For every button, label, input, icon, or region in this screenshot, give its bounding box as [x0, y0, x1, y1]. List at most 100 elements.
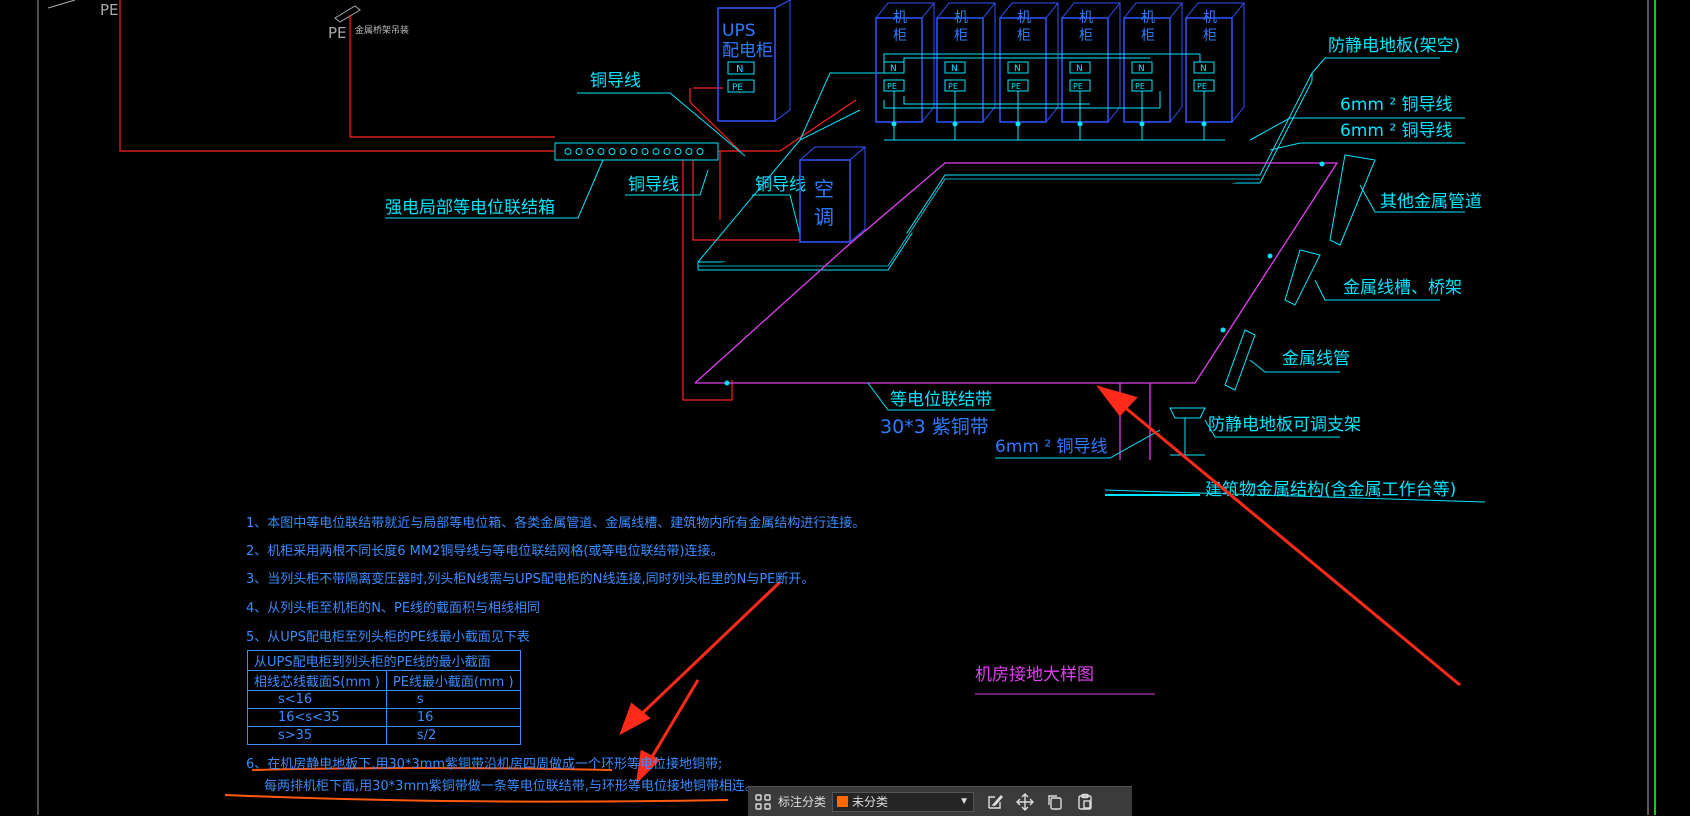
bonding-strip-label-1: 等电位联结带 — [890, 390, 992, 410]
annotation-toolbar: 标注分类 未分类 ▼ — [748, 786, 1132, 816]
cabinet-label: 机 — [1203, 10, 1217, 26]
cabinet-pe-box: PE — [1197, 82, 1207, 91]
copper-wire-2-label: 铜导线 — [628, 175, 679, 195]
note-5: 5、从UPS配电柜至列头柜的PE线最小截面见下表 — [246, 630, 530, 645]
cabinet-pe-box: PE — [1073, 82, 1083, 91]
paste-icon[interactable] — [1074, 791, 1096, 813]
antistatic-floor-leader — [1311, 57, 1440, 74]
cabinet: 机柜 N PE — [1061, 2, 1121, 140]
ac-label-2: 调 — [814, 205, 834, 229]
rack-icon — [334, 5, 361, 23]
antistatic-floor-label: 防静电地板(架空) — [1328, 36, 1460, 56]
building-metal-label: 建筑物金属结构(含金属工作台等) — [1205, 480, 1456, 500]
cabinet: 机柜 N PE — [936, 2, 996, 140]
ups-n-box: N — [736, 64, 743, 75]
toolbar-label: 标注分类 — [778, 795, 827, 809]
cabinet-n-box: N — [1014, 64, 1021, 74]
cabinet-label: 柜 — [1017, 28, 1031, 44]
wire-6mm-b-label: 6mm ² 铜导线 — [1340, 121, 1453, 141]
red-wiring — [119, 0, 857, 401]
metal-trough-label: 金属线槽、桥架 — [1343, 278, 1462, 298]
metal-conduit-leader — [1249, 359, 1340, 373]
cabinet-label: 柜 — [1141, 28, 1155, 44]
drawing-title: 机房接地大样图 — [975, 665, 1094, 685]
category-select[interactable]: 未分类 ▼ — [832, 791, 975, 812]
table-cell: s<16 — [247, 690, 387, 709]
fragment-line — [47, 0, 76, 9]
table-header-pe: PE线最小截面(mm ) — [385, 670, 521, 691]
floor-hatch — [698, 178, 1260, 267]
cabinet: 机柜 N PE — [999, 2, 1059, 140]
cabinet-label: 柜 — [1203, 28, 1217, 44]
ups-label-2: 配电柜 — [722, 41, 773, 61]
cabinet-pe-box: PE — [1011, 82, 1021, 91]
other-pipes-label: 其他金属管道 — [1380, 192, 1482, 212]
cabinet-label: 柜 — [893, 28, 907, 44]
note-6-cont: 每两排机柜下面,用30*3mm紫铜带做一条等电位联结带,与环形等电位接地铜带相连… — [264, 779, 758, 794]
cabinet-label: 机 — [1017, 10, 1031, 26]
bonding-box-label: 强电局部等电位联结箱 — [385, 198, 555, 218]
pe-label-left: PE — [100, 1, 119, 19]
table-cell: 16<s<35 — [247, 708, 387, 727]
cabinet-label: 机 — [893, 10, 907, 26]
cabinet-label: 机 — [954, 10, 968, 26]
ac-label-1: 空 — [814, 177, 834, 201]
pe-label-mid: PE — [328, 24, 347, 42]
note-3: 3、当列头柜不带隔离变压器时,列头柜N线需与UPS配电柜的N线连接,同时列头柜里… — [246, 572, 815, 587]
note-6: 6、在机房静电地板下,用30*3mm紫铜带沿机房四周做成一个环形等电位接地铜带; — [246, 757, 723, 772]
adjustable-support-label: 防静电地板可调支架 — [1208, 415, 1361, 435]
cabinet-n-box: N — [1076, 64, 1083, 74]
pe-section-table: 从UPS配电柜到列头柜的PE线的最小截面 相线芯线截面S(mm ) PE线最小截… — [247, 650, 521, 745]
copper-wire-2-leader — [625, 169, 709, 196]
cabinet-label: 柜 — [1079, 28, 1093, 44]
cabinet-pe-box: PE — [887, 82, 897, 91]
wire-6mm-a-label: 6mm ² 铜导线 — [1340, 95, 1453, 115]
table-cell: s — [385, 690, 521, 709]
ups-cabinet: UPS 配电柜 N PE — [717, 0, 791, 122]
table-caption: 从UPS配电柜到列头柜的PE线的最小截面 — [247, 650, 521, 671]
category-select-value: 未分类 — [852, 795, 889, 809]
copper-wire-3-label: 铜导线 — [755, 175, 806, 195]
bonding-box — [554, 142, 719, 161]
table-cell: 16 — [385, 708, 521, 727]
cabinet-n-box: N — [951, 64, 958, 74]
edit-icon[interactable] — [984, 791, 1006, 813]
cabinet-label: 机 — [1079, 10, 1093, 26]
wire-6mm-c-leader — [995, 429, 1161, 459]
metal-trough-leader — [1314, 279, 1440, 301]
support-symbol — [1169, 407, 1206, 456]
wire-6mm-b-leader — [1269, 142, 1465, 151]
table-cell: s>35 — [247, 726, 387, 745]
cabinet-label: 柜 — [954, 28, 968, 44]
cabinet-busbars — [883, 53, 1225, 141]
bonding-points — [724, 161, 1325, 386]
grid-icon[interactable] — [752, 791, 774, 813]
note-2: 2、机柜采用两根不同长度6 MM2铜导线与等电位联结网格(或等电位联结带)连接。 — [246, 544, 724, 559]
cabinet-pe-box: PE — [948, 82, 958, 91]
cabinet-label: 机 — [1141, 10, 1155, 26]
copy-icon[interactable] — [1044, 791, 1066, 813]
metal-rack-small-label: 金属桥架吊装 — [355, 24, 409, 36]
copper-wire-3-leader — [752, 194, 801, 236]
support-leader — [1204, 419, 1340, 438]
cabinet-n-box: N — [1138, 64, 1145, 74]
note-1: 1、本图中等电位联结带就近与局部等电位箱、各类金属管道、金属线槽、建筑物内所有金… — [246, 516, 866, 531]
move-icon[interactable] — [1014, 791, 1036, 813]
wire-6mm-a-leader — [1249, 117, 1465, 141]
pipe-symbols — [1224, 154, 1376, 391]
bonding-strip-leader — [867, 382, 995, 411]
annotation-arrows — [619, 385, 1461, 785]
copper-wire-1-leader — [577, 92, 746, 157]
copper-wire-1-label: 铜导线 — [590, 71, 641, 91]
wire-6mm-c-label: 6mm ² 铜导线 — [995, 437, 1108, 457]
table-cell: s/2 — [385, 726, 521, 745]
ups-label: UPS — [722, 21, 756, 41]
